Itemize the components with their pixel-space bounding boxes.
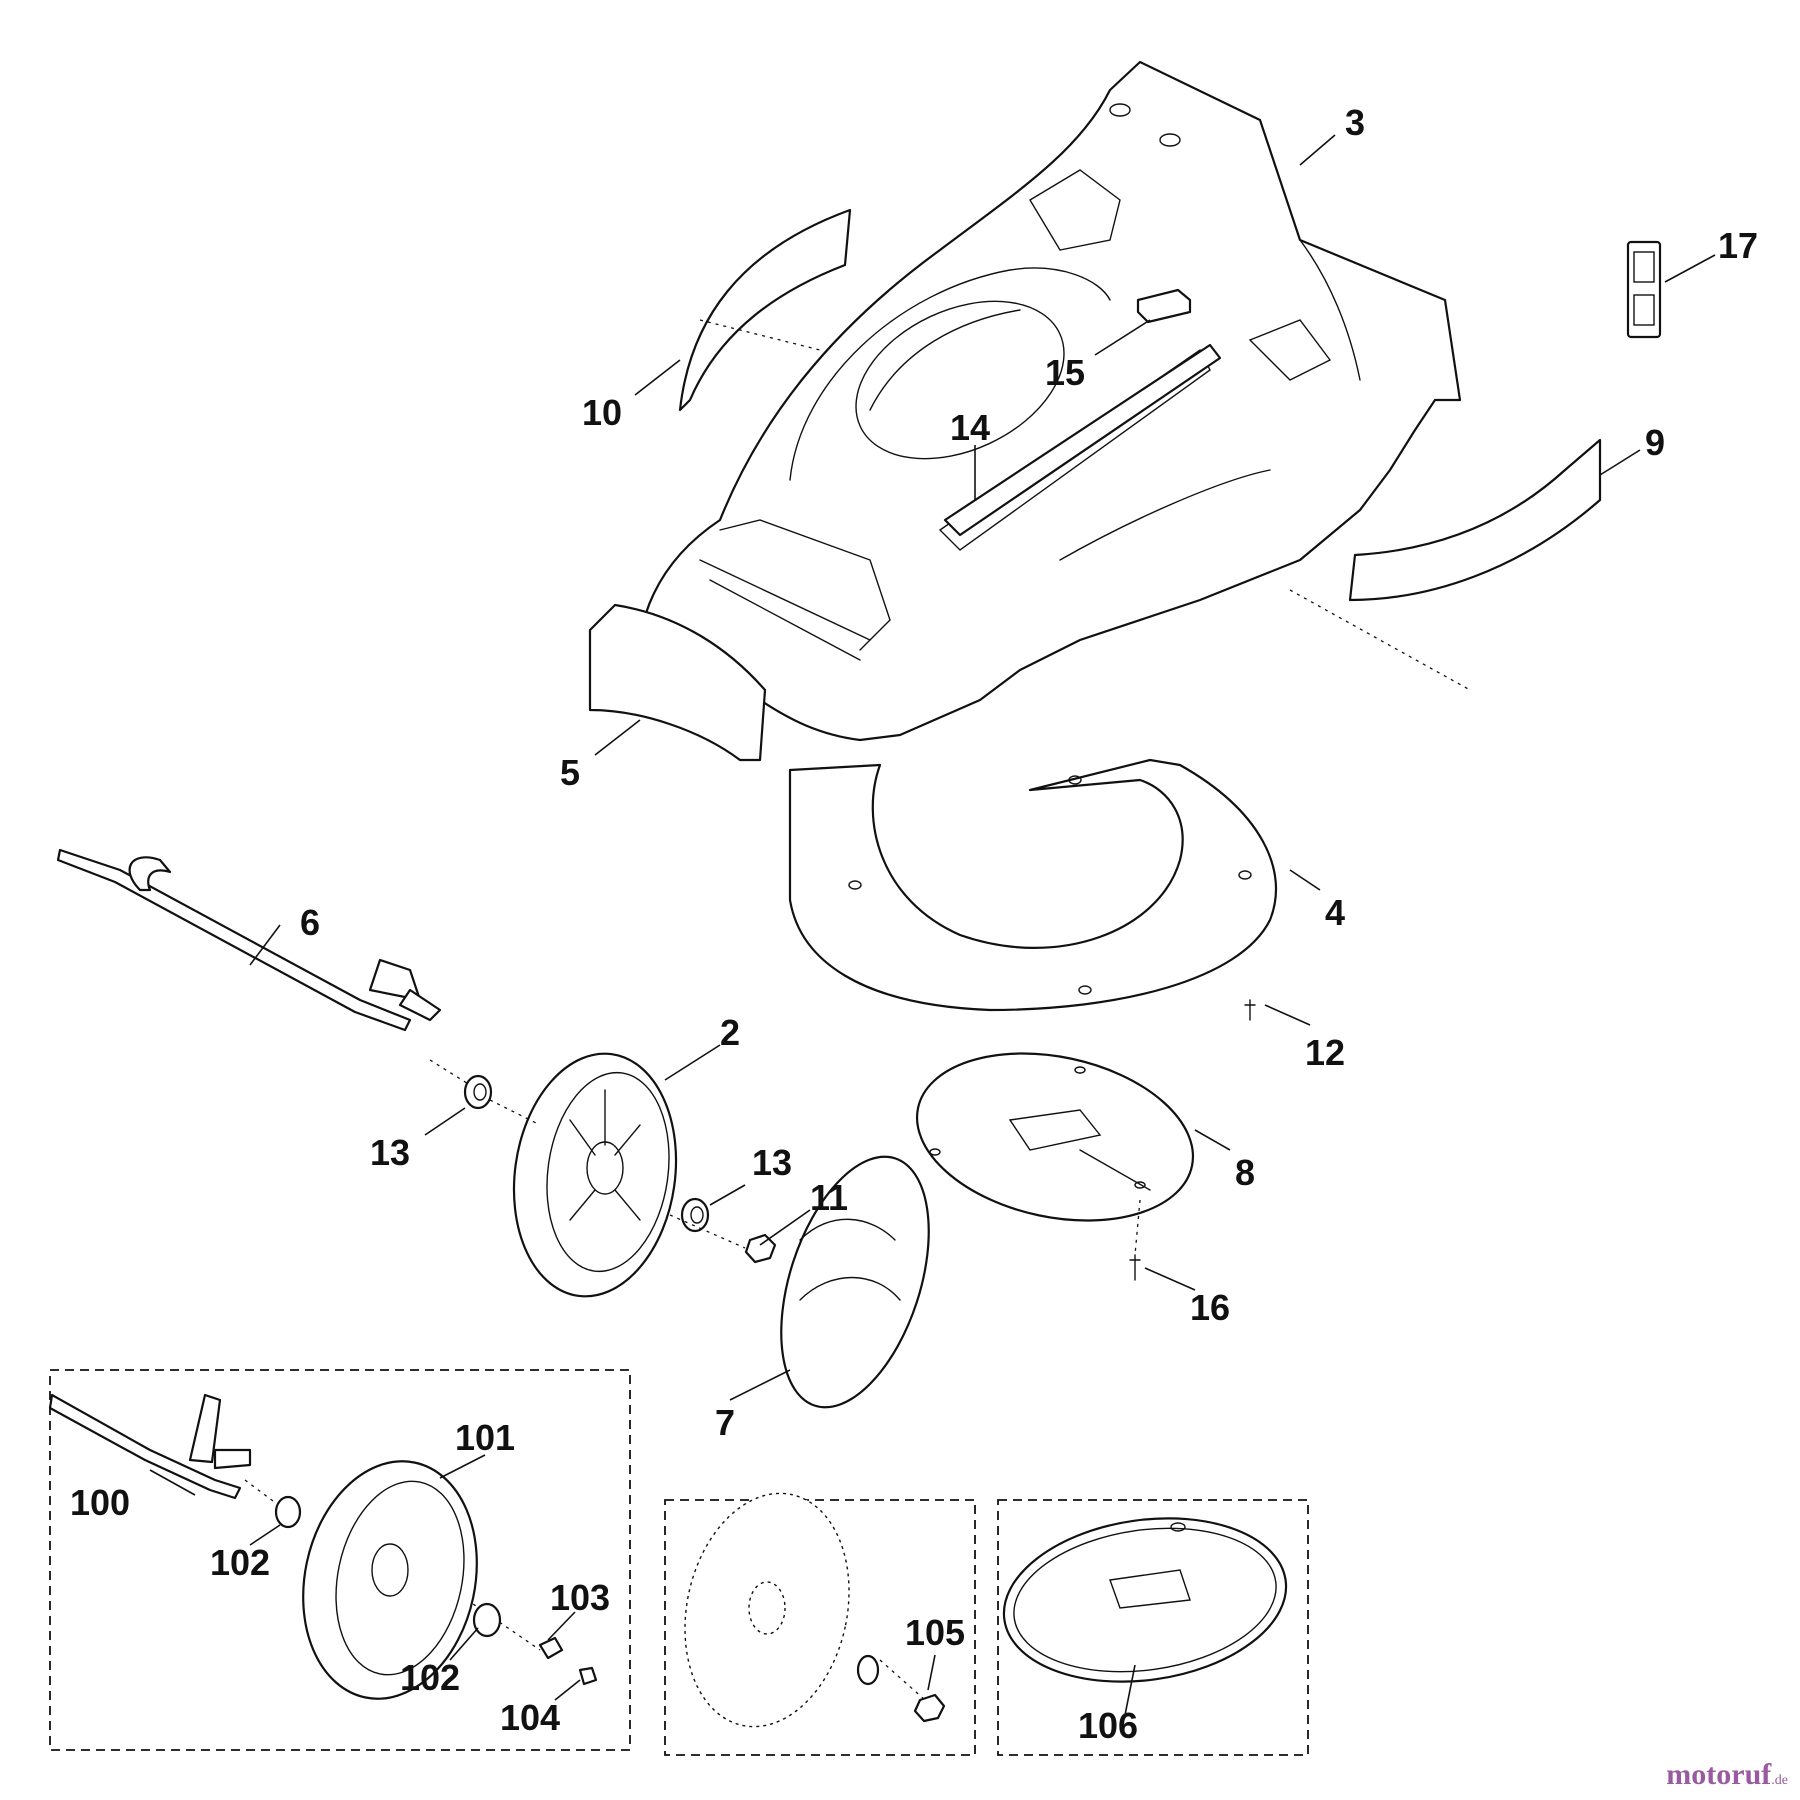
label-13-a: 13 — [370, 1132, 410, 1173]
motoruf-logo: motoruf.de — [1666, 1758, 1788, 1792]
label-2: 2 — [720, 1012, 740, 1053]
kit-box-100-104 — [49, 1369, 631, 1751]
label-13-b: 13 — [752, 1142, 792, 1183]
label-102-b: 102 — [400, 1657, 460, 1698]
part-5-flap — [588, 603, 767, 762]
part-8-cover — [915, 1052, 1195, 1222]
part-14-strip — [943, 343, 1222, 537]
leader-lines — [149, 134, 1716, 1716]
part-17-label-plate — [1626, 240, 1662, 339]
part-106-cover — [1002, 1517, 1288, 1683]
label-17: 17 — [1718, 225, 1758, 266]
part-2-wheel — [512, 1052, 678, 1298]
label-5: 5 — [560, 752, 580, 793]
part-102-bearing-b — [472, 1602, 502, 1638]
kit-box-106 — [997, 1499, 1309, 1756]
part-7-hubcap — [780, 1155, 930, 1409]
part-104-screw — [578, 1666, 598, 1686]
part-11-nut — [744, 1233, 777, 1264]
part-10-flap — [678, 208, 852, 412]
part-103-clip — [538, 1636, 564, 1660]
label-10: 10 — [582, 392, 622, 433]
part-13-bearing-b — [680, 1197, 710, 1233]
label-105: 105 — [905, 1612, 965, 1653]
label-9: 9 — [1645, 422, 1665, 463]
part-9-flap — [1348, 438, 1602, 602]
part-4-bottom-plate — [788, 758, 1278, 1012]
label-106: 106 — [1078, 1705, 1138, 1746]
part-102-bearing-a — [274, 1495, 302, 1529]
logo-tld: .de — [1771, 1773, 1788, 1788]
part-105-wheel-ghost — [684, 1492, 850, 1728]
callout-labels: 3 17 10 15 14 9 5 6 4 2 12 13 13 11 8 16… — [70, 102, 1758, 1746]
label-100: 100 — [70, 1482, 130, 1523]
part-100-axle — [48, 1393, 252, 1500]
part-3-deck — [637, 60, 1462, 742]
label-11: 11 — [810, 1177, 848, 1218]
label-101: 101 — [455, 1417, 515, 1458]
label-7: 7 — [715, 1402, 735, 1443]
label-16: 16 — [1190, 1287, 1230, 1328]
label-14: 14 — [950, 407, 990, 448]
label-12: 12 — [1305, 1032, 1345, 1073]
part-12-screw — [1244, 999, 1256, 1021]
part-6-axle — [56, 848, 442, 1032]
label-15: 15 — [1045, 352, 1085, 393]
part-101-wheel — [302, 1460, 478, 1700]
kit-box-105 — [664, 1499, 976, 1756]
part-13-bearing-a — [463, 1074, 493, 1110]
part-15-clip — [1136, 288, 1192, 324]
label-8: 8 — [1235, 1152, 1255, 1193]
label-6: 6 — [300, 902, 320, 943]
label-4: 4 — [1325, 892, 1345, 933]
label-103: 103 — [550, 1577, 610, 1618]
part-105-bearing — [856, 1654, 880, 1686]
label-3: 3 — [1345, 102, 1365, 143]
part-16-screw — [1129, 1254, 1141, 1281]
label-102-a: 102 — [210, 1542, 270, 1583]
label-104: 104 — [500, 1697, 560, 1738]
part-105-nut — [913, 1693, 946, 1723]
logo-main: motoruf — [1666, 1758, 1772, 1791]
